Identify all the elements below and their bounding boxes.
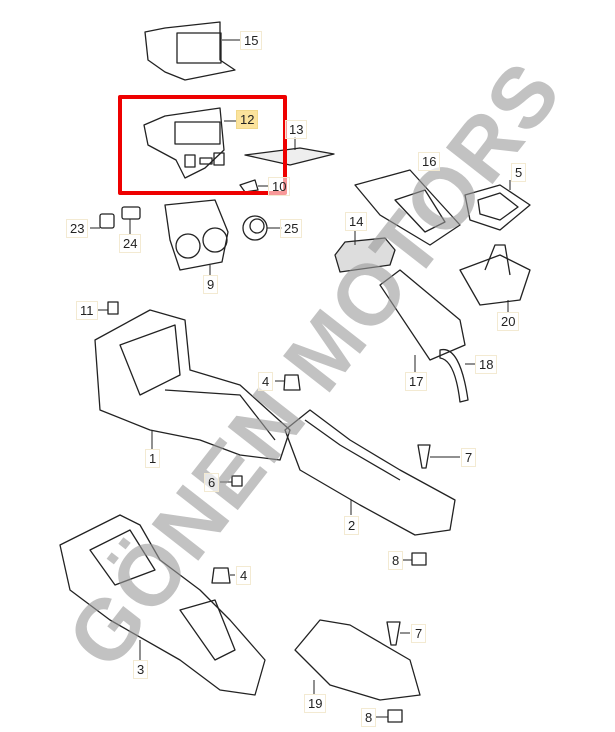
label-12-selected[interactable]: 12 (236, 110, 259, 129)
part-5[interactable] (464, 180, 531, 231)
part-12[interactable] (143, 107, 237, 179)
part-11[interactable] (98, 301, 119, 315)
label-9[interactable]: 9 (203, 275, 219, 294)
part-20[interactable] (459, 244, 531, 312)
label-24[interactable]: 24 (119, 234, 142, 253)
part-6[interactable] (220, 475, 243, 487)
label-8-lower[interactable]: 8 (361, 708, 377, 727)
part-14[interactable] (334, 230, 396, 273)
part-24[interactable] (121, 206, 141, 234)
part-2[interactable] (284, 409, 456, 536)
part-13[interactable] (244, 137, 335, 166)
part-15[interactable] (144, 21, 240, 81)
part-1[interactable] (94, 309, 291, 461)
part-10[interactable] (239, 179, 268, 193)
label-25[interactable]: 25 (280, 219, 303, 238)
label-11[interactable]: 11 (76, 301, 98, 320)
part-25[interactable] (242, 215, 282, 241)
label-23[interactable]: 23 (66, 219, 89, 238)
label-16[interactable]: 16 (418, 152, 441, 171)
label-20[interactable]: 20 (497, 312, 520, 331)
part-18[interactable] (439, 348, 475, 403)
label-7-upper[interactable]: 7 (461, 448, 477, 467)
label-2[interactable]: 2 (344, 516, 360, 535)
label-8-upper[interactable]: 8 (388, 551, 404, 570)
label-15[interactable]: 15 (240, 31, 263, 50)
part-4-upper[interactable] (275, 374, 301, 391)
label-1[interactable]: 1 (145, 449, 161, 468)
label-10[interactable]: 10 (268, 177, 291, 196)
part-16[interactable] (354, 169, 461, 246)
label-4-lower[interactable]: 4 (236, 566, 252, 585)
label-6[interactable]: 6 (204, 473, 220, 492)
part-3[interactable] (59, 514, 266, 696)
part-17[interactable] (379, 269, 466, 372)
label-18[interactable]: 18 (475, 355, 498, 374)
part-8-upper[interactable] (403, 552, 427, 566)
selected-part-highlight (118, 95, 287, 195)
label-13[interactable]: 13 (285, 120, 308, 139)
part-4-lower[interactable] (211, 567, 235, 584)
label-7-lower[interactable]: 7 (411, 624, 427, 643)
part-9[interactable] (164, 199, 229, 275)
part-7-upper[interactable] (417, 444, 460, 469)
label-14[interactable]: 14 (345, 212, 368, 231)
part-8-lower[interactable] (376, 709, 403, 723)
label-5[interactable]: 5 (511, 163, 527, 182)
part-23[interactable] (90, 213, 115, 229)
label-17[interactable]: 17 (405, 372, 428, 391)
label-19[interactable]: 19 (304, 694, 327, 713)
part-19[interactable] (294, 619, 421, 701)
label-3[interactable]: 3 (133, 660, 149, 679)
part-7-lower[interactable] (386, 621, 410, 646)
label-4-upper[interactable]: 4 (258, 372, 274, 391)
